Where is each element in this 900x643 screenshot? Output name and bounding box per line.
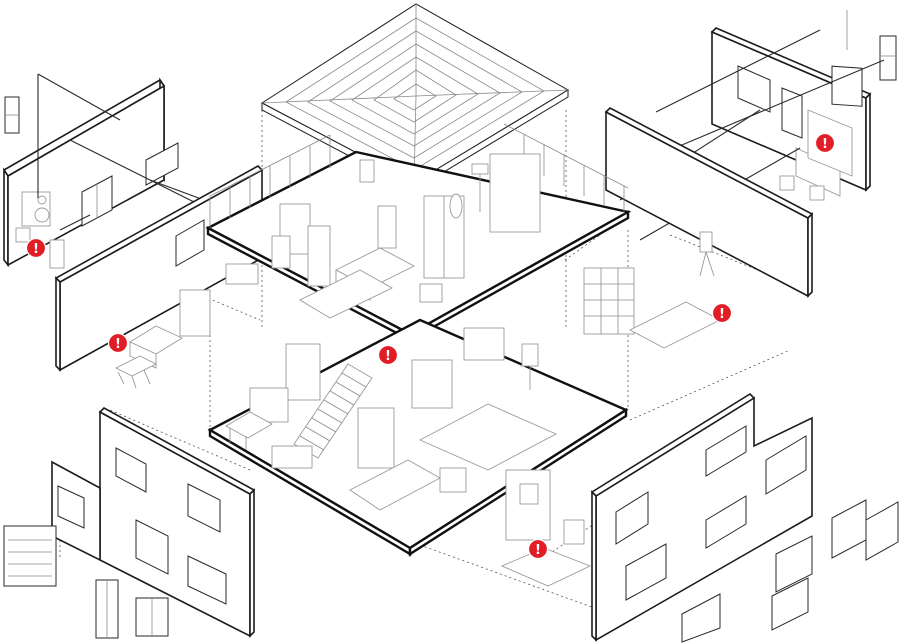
ground-floor: [114, 231, 721, 587]
lower-right-wall: [590, 392, 899, 643]
svg-text:!: !: [115, 337, 121, 352]
svg-text:!: !: [535, 543, 541, 558]
alert-icon: !: [107, 332, 129, 354]
alert-icon: !: [377, 344, 399, 366]
alert-icon: !: [25, 237, 47, 259]
alert-icon: !: [711, 302, 733, 324]
left-mid-wall: [54, 165, 264, 372]
svg-text:!: !: [822, 137, 828, 152]
svg-text:!: !: [719, 307, 725, 322]
alert-markers: ! ! ! ! ! !: [25, 132, 836, 560]
alert-icon: !: [814, 132, 836, 154]
svg-text:!: !: [385, 349, 391, 364]
right-mid-wall: [604, 107, 814, 298]
upper-left-wall: [2, 73, 215, 269]
lower-left-wall: [3, 407, 256, 639]
alert-icon: !: [527, 538, 549, 560]
svg-text:!: !: [33, 242, 39, 257]
